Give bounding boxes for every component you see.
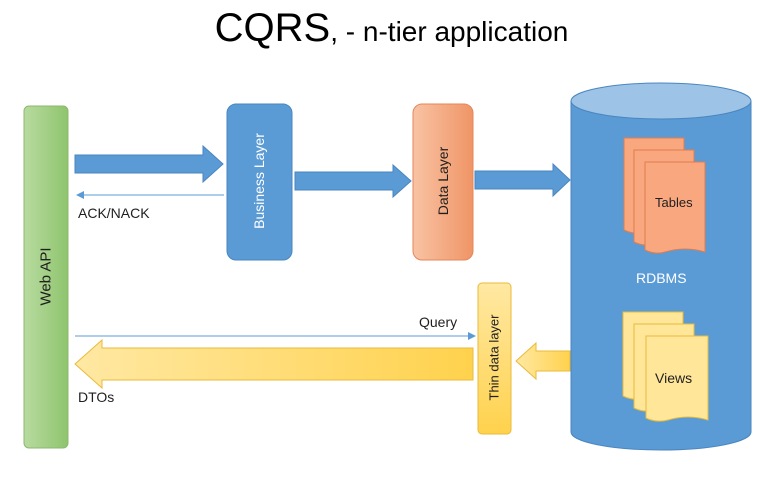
- web-api-label: Web API: [37, 247, 55, 306]
- thin-data-layer-label: Thin data layer: [486, 314, 502, 401]
- views-label: Views: [655, 370, 693, 386]
- views-stack: [622, 311, 709, 422]
- dtos-label: DTOs: [78, 389, 115, 405]
- business-layer-label: Business Layer: [251, 133, 267, 229]
- arrow-rdbms-to-thin: [515, 341, 571, 381]
- data-layer-label: Data Layer: [435, 146, 451, 216]
- business-layer-box: [226, 103, 293, 261]
- data-layer-box: [412, 103, 474, 261]
- query-label: Query: [419, 314, 458, 330]
- title-main: CQRS: [214, 6, 331, 50]
- thin-data-layer-box: [477, 282, 512, 435]
- arrow-ack-nack: [76, 191, 224, 199]
- arrow-data-to-rdbms: [474, 162, 571, 198]
- title-suffix: , - n-tier application: [330, 16, 569, 47]
- arrow-dtos: [74, 338, 474, 390]
- web-api-box: [23, 105, 69, 449]
- diagram-title: CQRS, - n-tier application: [0, 6, 783, 51]
- arrow-business-to-data: [294, 163, 412, 199]
- arrow-webapi-to-business: [74, 144, 224, 184]
- ack-nack-label: ACK/NACK: [78, 205, 150, 221]
- arrow-query: [75, 332, 476, 340]
- tables-label: Tables: [655, 195, 693, 210]
- rdbms-label: RDBMS: [636, 270, 687, 286]
- tables-stack: [623, 137, 706, 254]
